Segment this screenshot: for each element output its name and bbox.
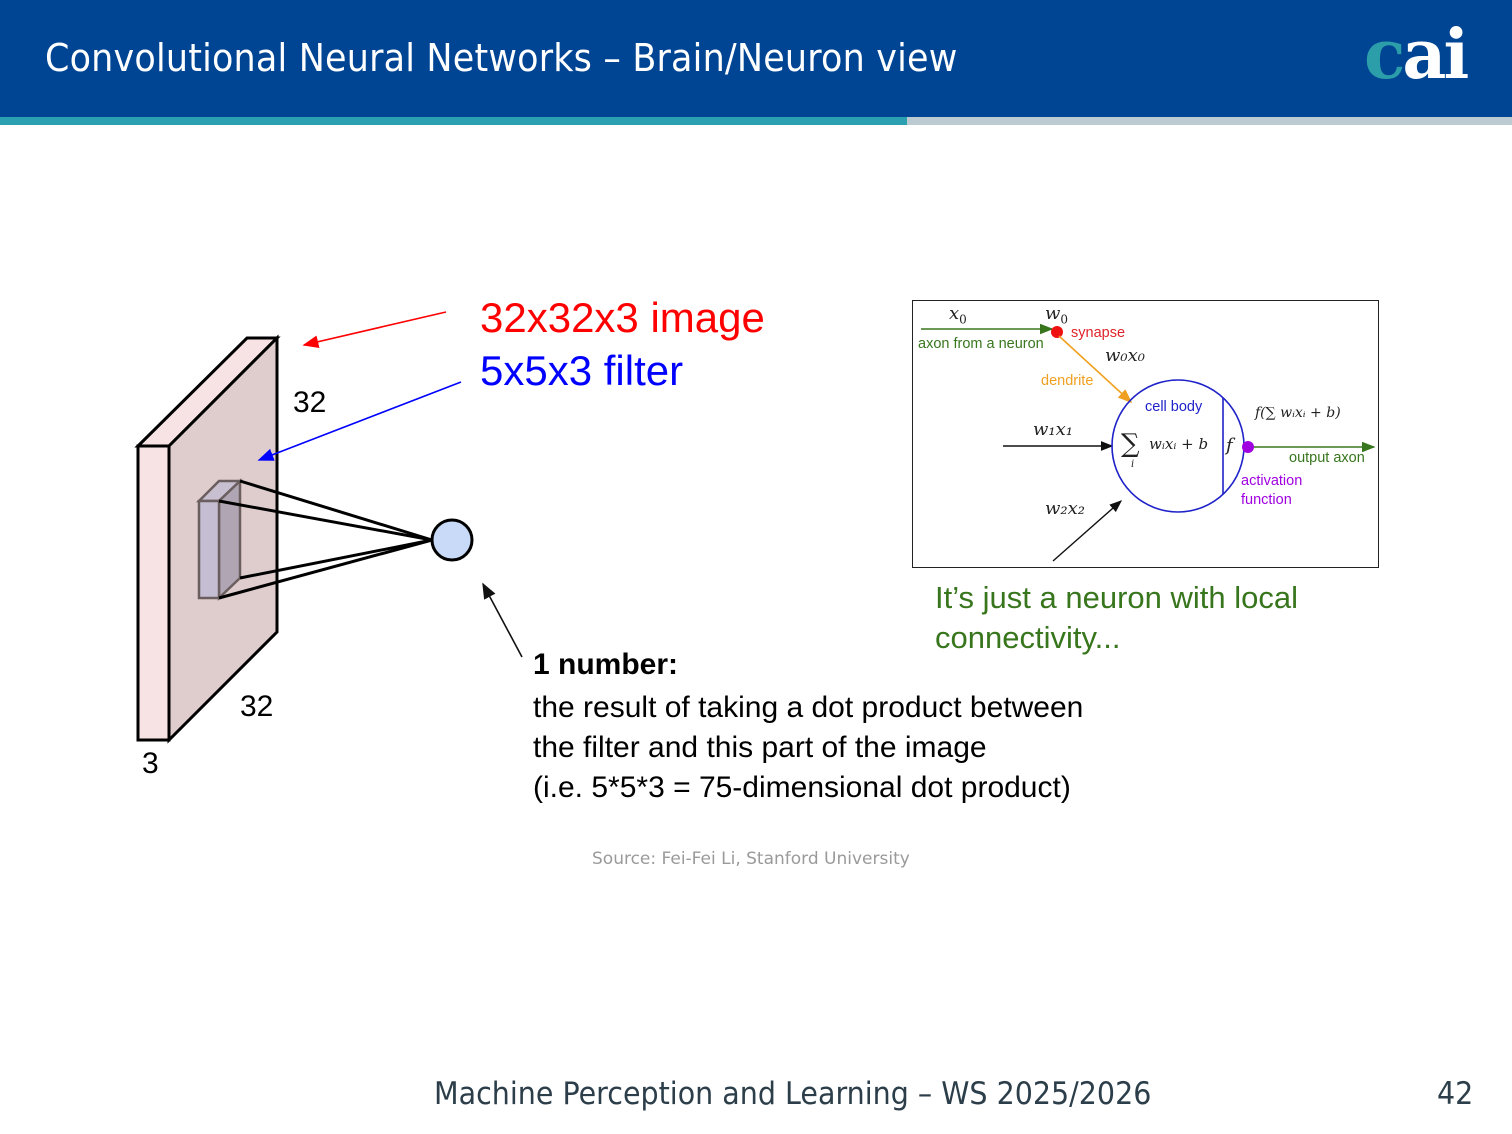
dimension-width-label: 32 <box>240 690 274 723</box>
cell-body-label: cell body <box>1145 399 1203 415</box>
slide-title: Convolutional Neural Networks – Brain/Ne… <box>45 36 958 80</box>
dendrite-arrow <box>1058 335 1133 404</box>
filter-connection-line <box>218 538 433 600</box>
dimension-depth-label: 3 <box>142 747 159 780</box>
sum-index: i <box>1131 459 1135 470</box>
dendrite-label: dendrite <box>1041 373 1094 389</box>
sum-symbol: ∑ <box>1121 429 1140 459</box>
synapse-dot <box>1051 326 1063 338</box>
logo-letters-ai: ai <box>1402 15 1469 95</box>
neuron-diagram: x0 w0 synapse axon from a neuron w₀x₀ de… <box>912 300 1379 568</box>
activation-label-line2: function <box>1241 492 1292 508</box>
filter-connection-line <box>239 479 433 542</box>
image-size-label: 32x32x3 image <box>480 294 765 341</box>
page-number: 42 <box>1437 1076 1474 1112</box>
neuron-note: It’s just a neuron with local connectivi… <box>935 578 1298 658</box>
filter-side <box>217 478 242 601</box>
filter-connection-line <box>239 538 433 580</box>
output-number-arrow <box>482 582 523 658</box>
output-description-line: the result of taking a dot product betwe… <box>533 691 1084 724</box>
output-expression: f(∑ wᵢxᵢ + b) <box>1255 405 1341 421</box>
image-label-arrow <box>302 311 447 348</box>
cai-logo: cai <box>1364 20 1469 90</box>
logo-letter-c: c <box>1364 15 1405 95</box>
w0x0-label: w₀x₀ <box>1105 345 1145 366</box>
slide-header: Convolutional Neural Networks – Brain/Ne… <box>0 0 1512 117</box>
header-accent-bar-teal <box>0 117 907 125</box>
filter-front <box>197 499 221 600</box>
synapse-label: synapse <box>1071 325 1126 341</box>
output-description: the result of taking a dot product betwe… <box>533 688 1083 808</box>
weighted-sum-expression: wᵢxᵢ + b <box>1149 435 1209 453</box>
w2x2-arrow <box>1052 500 1123 562</box>
output-description-line: (i.e. 5*5*3 = 75-dimensional dot product… <box>533 771 1071 804</box>
w1x1-label: w₁x₁ <box>1033 419 1073 440</box>
filter-connection-line <box>218 499 433 542</box>
filter-size-label: 5x5x3 filter <box>480 347 684 394</box>
neuron-note-line: connectivity... <box>935 620 1121 655</box>
footer-course-title: Machine Perception and Learning – WS 202… <box>434 1076 1152 1112</box>
header-accent-bar-grey <box>907 117 1512 125</box>
w2x2-label: w₂x₂ <box>1045 498 1085 519</box>
neuron-note-line: It’s just a neuron with local <box>935 580 1299 615</box>
activation-dot <box>1242 441 1254 453</box>
output-neuron <box>430 518 474 562</box>
output-description-line: the filter and this part of the image <box>533 731 987 764</box>
image-volume-depth <box>136 444 171 742</box>
weight-w0-label: w0 <box>1045 303 1069 327</box>
activation-label-line1: activation <box>1241 473 1303 489</box>
neuron-diagram-graphics <box>921 323 1376 562</box>
activation-f-label: f <box>1226 435 1233 456</box>
filter-label-arrow <box>257 381 462 461</box>
dimension-height-label: 32 <box>293 386 327 419</box>
source-citation: Source: Fei-Fei Li, Stanford University <box>592 849 910 869</box>
input-x0-label: x0 <box>949 303 967 327</box>
output-heading: 1 number: <box>533 648 679 681</box>
axon-from-neuron-label: axon from a neuron <box>918 336 1044 352</box>
output-axon-label: output axon <box>1289 450 1365 466</box>
